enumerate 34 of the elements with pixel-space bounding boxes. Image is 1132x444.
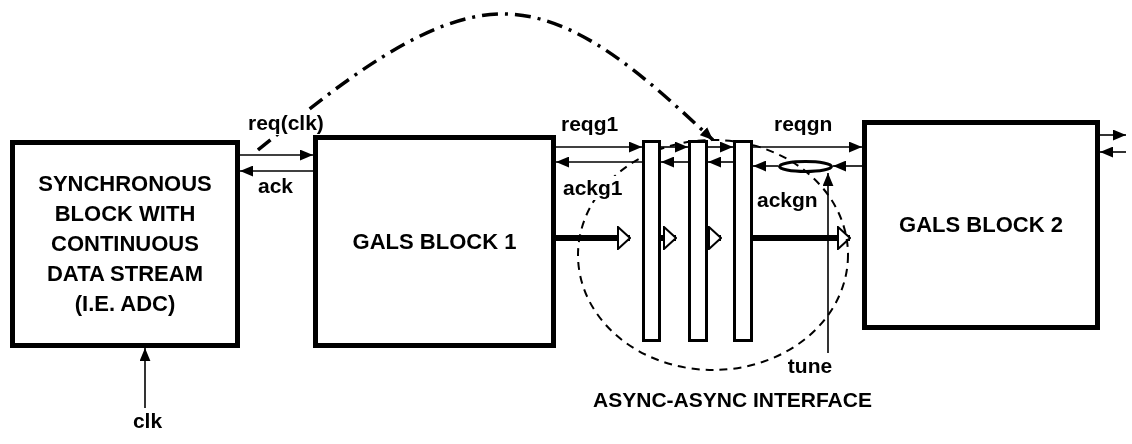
gals-block	[862, 120, 1100, 330]
arrow	[660, 156, 689, 168]
arrow	[139, 347, 151, 409]
block-label: SYNCHRONOUS BLOCK WITH CONTINUOUS DATA STREAM (I.E. ADC)	[37, 170, 213, 318]
arrow	[707, 156, 734, 168]
arrow	[555, 141, 643, 153]
latch-bar	[642, 140, 661, 342]
arrow	[555, 156, 643, 168]
edge-label: ackg1	[562, 176, 624, 200]
arrow	[660, 141, 689, 153]
arrow	[1099, 129, 1127, 141]
signal-label: clk	[125, 408, 170, 434]
data-bus-arrow	[708, 226, 722, 250]
latch-bar	[688, 140, 708, 342]
block-label: GALS BLOCK 2	[899, 211, 1063, 239]
arrow	[256, 12, 715, 152]
gals-block	[313, 135, 556, 348]
arrow	[752, 160, 779, 172]
arrow	[707, 141, 734, 153]
latch-bar	[733, 140, 753, 342]
arrow	[1099, 146, 1127, 158]
arrow	[239, 149, 314, 161]
interface-label: ASYNC-ASYNC INTERFACE	[592, 388, 873, 412]
arrow	[239, 165, 314, 177]
arrow	[752, 141, 863, 153]
data-bus-arrow	[753, 226, 851, 250]
data-bus-arrow	[556, 226, 631, 250]
data-bus-arrow	[661, 226, 677, 250]
signal-label: tune	[780, 353, 840, 379]
arrow	[832, 160, 863, 172]
edge-label: req(clk)	[247, 111, 325, 135]
block-label: GALS BLOCK 1	[352, 227, 517, 256]
arrow	[822, 172, 834, 354]
sync-block	[10, 140, 240, 348]
